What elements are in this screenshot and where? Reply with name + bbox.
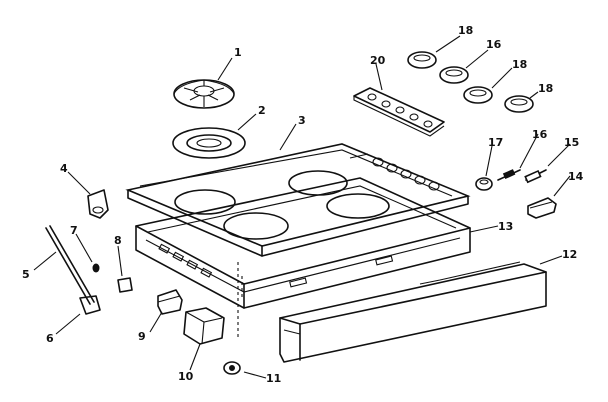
callout-5: 5	[22, 268, 30, 281]
callout-3: 3	[298, 114, 306, 127]
part-burner-bowl	[172, 127, 246, 159]
callout-11: 11	[266, 372, 281, 385]
callout-8: 8	[114, 234, 122, 247]
part-nut	[223, 361, 241, 375]
callout-7: 7	[70, 224, 78, 237]
part-spring-clip	[497, 169, 521, 181]
part-rod	[45, 225, 101, 315]
callout-1: 1	[234, 46, 242, 59]
callout-18b: 18	[512, 58, 527, 71]
callout-10: 10	[178, 370, 194, 383]
callout-18a: 18	[458, 24, 473, 37]
part-control-plate	[353, 87, 445, 137]
part-burner-box	[135, 177, 471, 340]
part-small-cap	[117, 277, 133, 293]
callout-16a: 16	[486, 38, 502, 51]
callout-15: 15	[564, 136, 579, 149]
callout-20: 20	[370, 54, 386, 67]
part-fitting	[87, 189, 109, 219]
callout-9: 9	[138, 330, 146, 343]
part-burner-cap	[173, 79, 235, 109]
callout-18c: 18	[538, 82, 553, 95]
part-screw	[524, 169, 547, 184]
part-bushing	[475, 177, 493, 191]
callout-2: 2	[258, 104, 266, 117]
callout-14: 14	[568, 170, 584, 183]
callout-16b: 16	[532, 128, 548, 141]
callout-12: 12	[562, 248, 577, 261]
part-clip	[157, 289, 183, 315]
leader-lines	[33, 35, 571, 379]
part-bracket	[183, 307, 225, 345]
callout-4: 4	[60, 162, 68, 175]
part-front-panel	[279, 261, 547, 363]
callout-6: 6	[46, 332, 54, 345]
part-knobs	[407, 51, 534, 113]
part-pin	[92, 263, 100, 273]
callout-17: 17	[488, 136, 503, 149]
callout-13: 13	[498, 220, 513, 233]
part-small-bracket	[527, 197, 557, 219]
callouts: 1 2 3 4 5 6 7 8 9 10 11 12 13 14 15 16 1…	[22, 24, 584, 385]
